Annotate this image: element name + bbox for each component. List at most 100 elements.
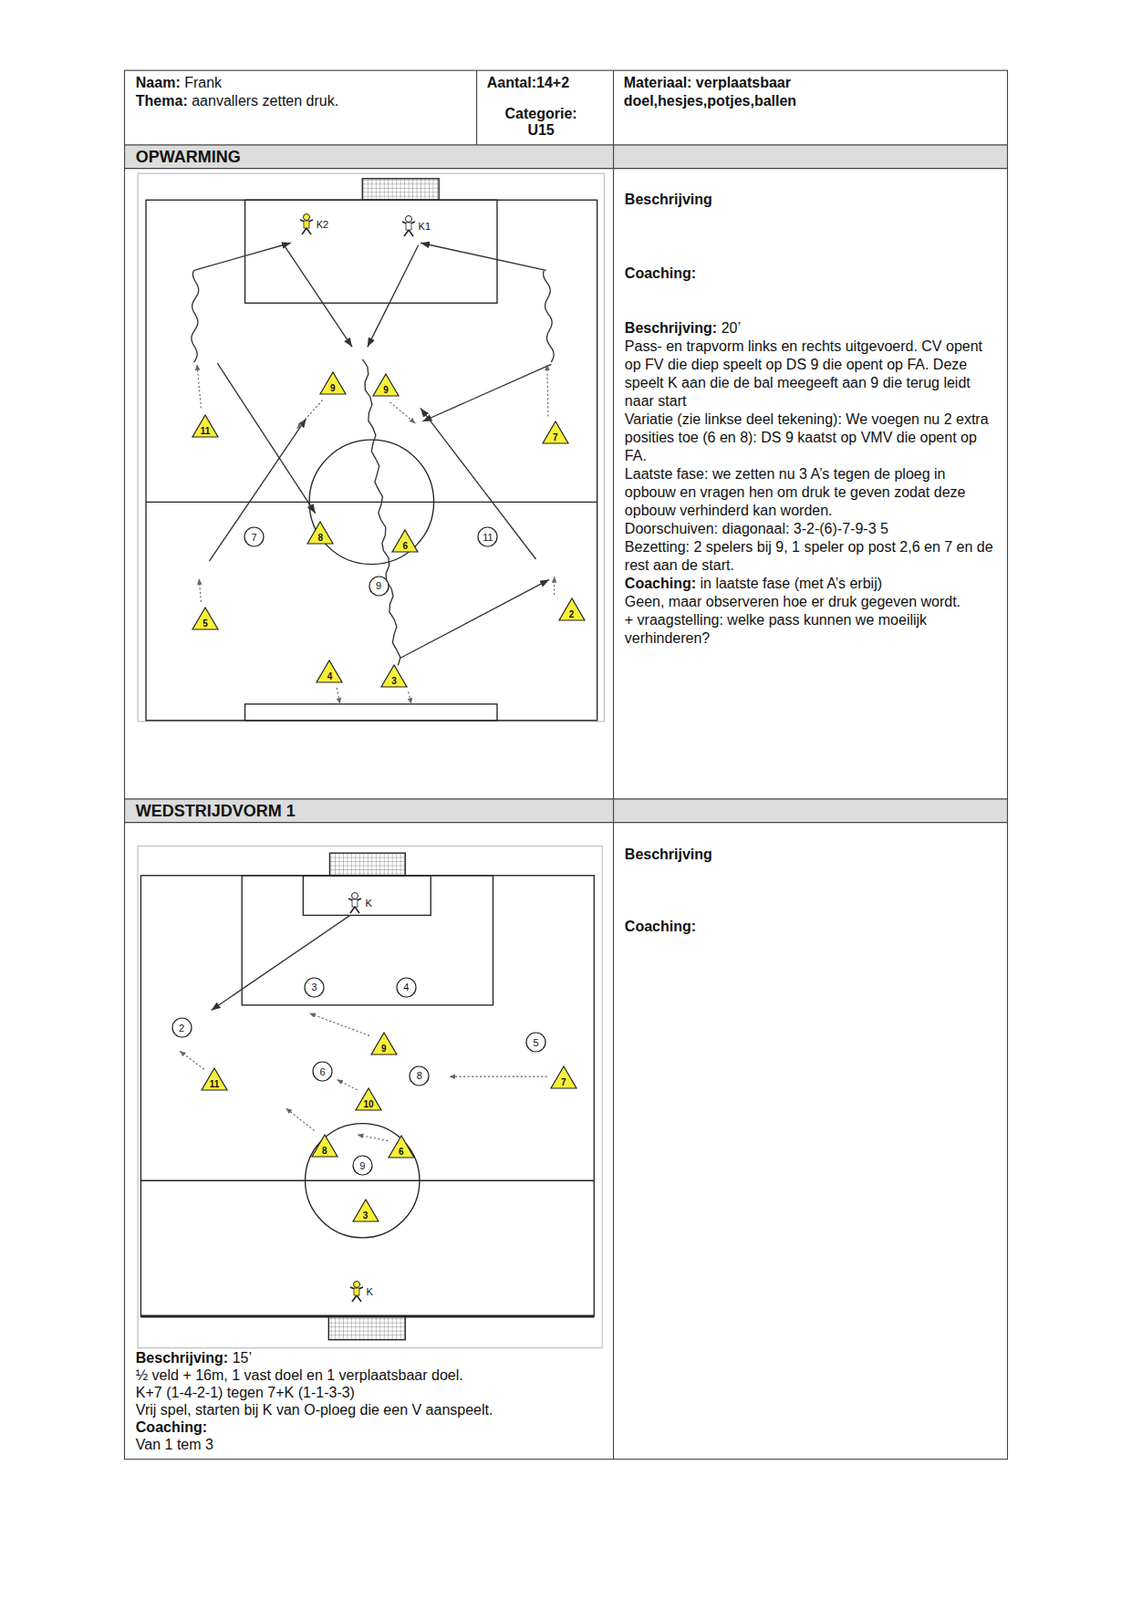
defender-circle: 9: [352, 1154, 374, 1176]
defender-circle: 3: [303, 976, 325, 998]
attacker-triangle: 10: [354, 1087, 383, 1112]
defender-circle: 5: [525, 1031, 547, 1053]
player-number: 8: [306, 532, 334, 543]
player-number: 7: [550, 1077, 578, 1088]
body-text: Pass- en trapvorm links en rechts uitgev…: [624, 338, 983, 409]
heading-text: Coaching:: [624, 265, 696, 281]
dribble-line: [543, 270, 554, 364]
paragraph: WEDSTRIJDVORM 1: [135, 800, 565, 821]
keeper-figure: [345, 891, 364, 915]
attacker-triangle: 3: [352, 1198, 380, 1223]
attacker-triangle: 11: [200, 1067, 229, 1091]
player-number: 3: [380, 675, 408, 686]
section-band: WEDSTRIJDVORM 1: [124, 799, 614, 823]
heading-text: Thema:: [135, 93, 188, 109]
body-text: Variatie (zie linkse deel tekening): We …: [624, 411, 989, 464]
player-number: 11: [200, 1079, 229, 1090]
heading-text: Materiaal: verplaatsbaar doel,hesjes,pot…: [623, 74, 797, 109]
paragraph: Van 1 tem 3: [135, 1435, 606, 1454]
warmup-arrows: [191, 242, 555, 705]
body-text: Frank: [184, 74, 222, 91]
paragraph: Categorie: U15: [495, 105, 588, 139]
keeper: K2: [297, 212, 330, 237]
heading-text: WEDSTRIJDVORM 1: [135, 801, 296, 821]
keeper: K1: [399, 214, 432, 239]
defender-circle: 11: [477, 526, 499, 548]
heading-text: Coaching:: [624, 575, 696, 592]
player-number: 6: [391, 540, 419, 551]
attacker-triangle: 11: [191, 414, 219, 438]
paragraph: Aantal:14+2: [487, 73, 610, 93]
paragraph: Coaching:: [624, 917, 993, 936]
heading-text: Beschrijving:: [135, 1350, 229, 1366]
body-text: Bezetting: 2 spelers bij 9, 1 speler op …: [624, 539, 994, 573]
attacker-triangle: 8: [306, 520, 334, 545]
table-grid: [124, 70, 1008, 1459]
text-group: Materiaal: verplaatsbaar doel,hesjes,pot…: [623, 73, 890, 111]
paragraph: Vrij spel, starten bij K van O-ploeg die…: [135, 1401, 606, 1419]
text-group: Beschrijving: [624, 190, 993, 209]
paragraph: Coaching:in laatste fase (met A’s erbij): [624, 574, 999, 593]
match-arrows: [179, 914, 548, 1141]
paragraph: + vraagstelling: welke pass kunnen we mo…: [624, 611, 999, 648]
player-number: 4: [403, 981, 409, 993]
attacker-triangle: 6: [387, 1134, 416, 1159]
warmup-field: [137, 173, 604, 722]
player-number: 8: [311, 1145, 339, 1156]
defender-circle: 6: [311, 1060, 333, 1082]
paragraph: OPWARMING: [135, 146, 565, 167]
text-group: Beschrijving:20’Pass- en trapvorm links …: [624, 319, 999, 648]
defender-circle: 8: [408, 1065, 430, 1087]
player-number: 5: [532, 1037, 539, 1049]
body-text: in laatste fase (met A’s erbij): [700, 575, 883, 592]
table-cell: Materiaal: verplaatsbaar doel,hesjes,pot…: [613, 70, 1008, 146]
heading-text: Categorie: U15: [505, 105, 578, 138]
paragraph: Beschrijving:20’: [624, 319, 999, 338]
body-text: Van 1 tem 3: [135, 1436, 214, 1453]
text-group: Coaching:: [624, 264, 993, 283]
dribble-line: [362, 359, 401, 665]
paragraph: Coaching:: [135, 1418, 606, 1436]
player-number: 6: [320, 1066, 326, 1078]
text-group: Coaching:: [624, 917, 993, 936]
keeper-figure: [347, 1279, 366, 1304]
body-text: 15’: [232, 1350, 252, 1366]
body-text: ½ veld + 16m, 1 vast doel en 1 verplaats…: [135, 1367, 464, 1383]
text-group: Beschrijving: [624, 845, 993, 864]
table-cell: BeschrijvingCoaching:Beschrijving:20’Pas…: [613, 168, 1008, 800]
defender-circle: 2: [171, 1017, 193, 1039]
paragraph: K+7 (1-4-2-1) tegen 7+K (1-1-3-3): [135, 1383, 606, 1402]
paragraph: Thema:aanvallers zetten druk.: [135, 92, 473, 111]
player-number: 9: [372, 384, 400, 395]
body-text: Laatste fase: we zetten nu 3 A’s tegen d…: [624, 466, 966, 519]
attacker-triangle: 6: [391, 529, 419, 553]
body-text: Geen, maar observeren hoe er druk gegeve…: [624, 593, 961, 610]
player-number: 9: [319, 383, 347, 394]
paragraph: Naam:Frank: [135, 73, 473, 93]
player-number: 3: [352, 1210, 380, 1221]
table-cell: Beschrijving:15’½ veld + 16m, 1 vast doe…: [124, 1347, 614, 1460]
heading-text: Beschrijving: [624, 191, 713, 208]
player-number: 9: [375, 580, 382, 592]
text-group: Categorie: U15: [495, 105, 588, 139]
attacker-triangle: 4: [315, 659, 343, 684]
attacker-triangle: 9: [319, 371, 347, 395]
player-number: 5: [191, 618, 219, 629]
body-text: Doorschuiven: diagonaal: 3-2-(6)-7-9-3 5: [624, 520, 889, 537]
player-number: 8: [416, 1069, 423, 1081]
heading-text: Naam:: [135, 74, 181, 91]
heading-text: Beschrijving: [624, 846, 713, 862]
keeper-figure: [297, 212, 316, 237]
text-group: OPWARMING: [135, 146, 565, 167]
keeper: K: [347, 1279, 374, 1304]
player-number: 9: [359, 1160, 365, 1172]
attacker-triangle: 8: [311, 1133, 339, 1158]
dribble-line: [191, 270, 199, 363]
heading-text: Aantal:14+2: [487, 74, 570, 91]
table-cell: BeschrijvingCoaching:: [613, 822, 1008, 1460]
body-text: Vrij spel, starten bij K van O-ploeg die…: [135, 1402, 494, 1418]
keeper-label: K: [365, 1286, 374, 1298]
keeper-label: K: [363, 897, 373, 909]
player-number: 9: [370, 1043, 398, 1054]
